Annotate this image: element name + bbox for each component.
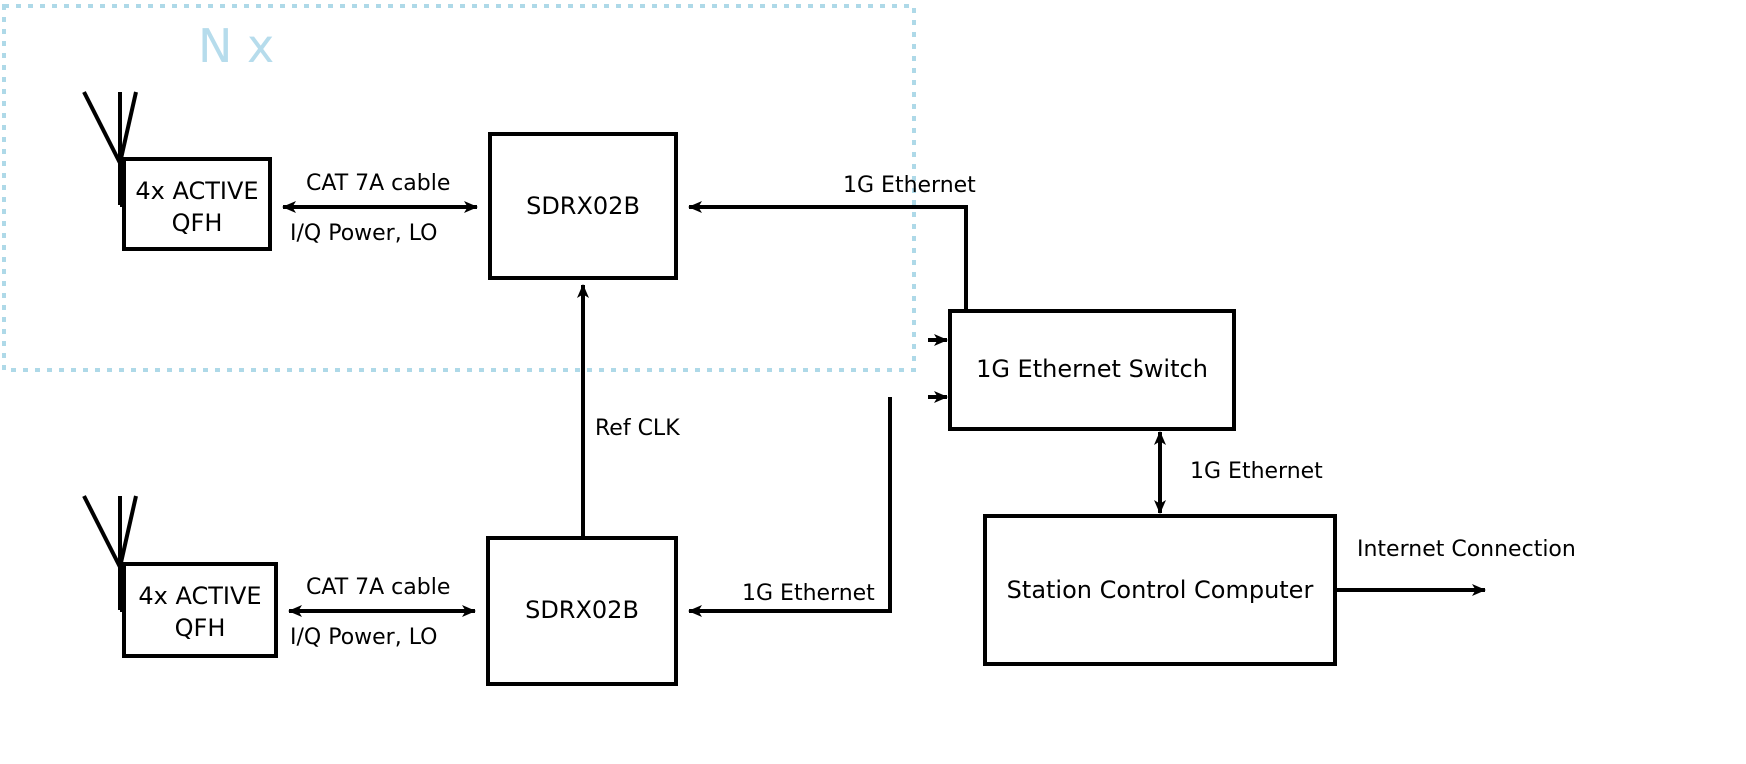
node-ethernet-switch[interactable]: 1G Ethernet Switch xyxy=(948,309,1236,431)
node-qfh-bottom[interactable]: 4x ACTIVE QFH xyxy=(122,562,278,658)
edge-label-eth-switch-pc: 1G Ethernet xyxy=(1190,459,1323,484)
node-qfh-top-label-line2: QFH xyxy=(172,209,223,237)
edge-label-ref-clk: Ref CLK xyxy=(595,416,680,441)
edge-label-eth-top: 1G Ethernet xyxy=(843,173,976,198)
node-station-control-computer-label: Station Control Computer xyxy=(1007,576,1314,604)
node-sdrx02b-bottom[interactable]: SDRX02B xyxy=(486,536,678,686)
edge-label-eth-bottom: 1G Ethernet xyxy=(742,581,875,606)
group-label-nx: N x xyxy=(198,19,274,73)
edge-label-iq-top: I/Q Power, LO xyxy=(290,221,438,246)
edge-switch-to-sdr-bottom xyxy=(688,397,892,617)
node-sdrx02b-bottom-label: SDRX02B xyxy=(525,596,639,624)
node-qfh-top-label-line1: 4x ACTIVE xyxy=(135,177,258,205)
edge-label-cat7a-bottom: CAT 7A cable xyxy=(306,575,450,600)
edge-label-cat7a-top: CAT 7A cable xyxy=(306,171,450,196)
node-station-control-computer[interactable]: Station Control Computer xyxy=(983,514,1337,666)
node-qfh-top[interactable]: 4x ACTIVE QFH xyxy=(122,157,272,251)
group-box-nx xyxy=(2,4,916,372)
node-sdrx02b-top[interactable]: SDRX02B xyxy=(488,132,678,280)
node-qfh-bottom-label-line2: QFH xyxy=(175,614,226,642)
node-ethernet-switch-label: 1G Ethernet Switch xyxy=(976,355,1208,383)
node-sdrx02b-top-label: SDRX02B xyxy=(526,192,640,220)
edge-label-iq-bottom: I/Q Power, LO xyxy=(290,625,438,650)
node-qfh-bottom-label-line1: 4x ACTIVE xyxy=(138,582,261,610)
edge-label-internet-connection: Internet Connection xyxy=(1357,537,1576,562)
edge-switch-to-sdr-top xyxy=(688,201,968,340)
